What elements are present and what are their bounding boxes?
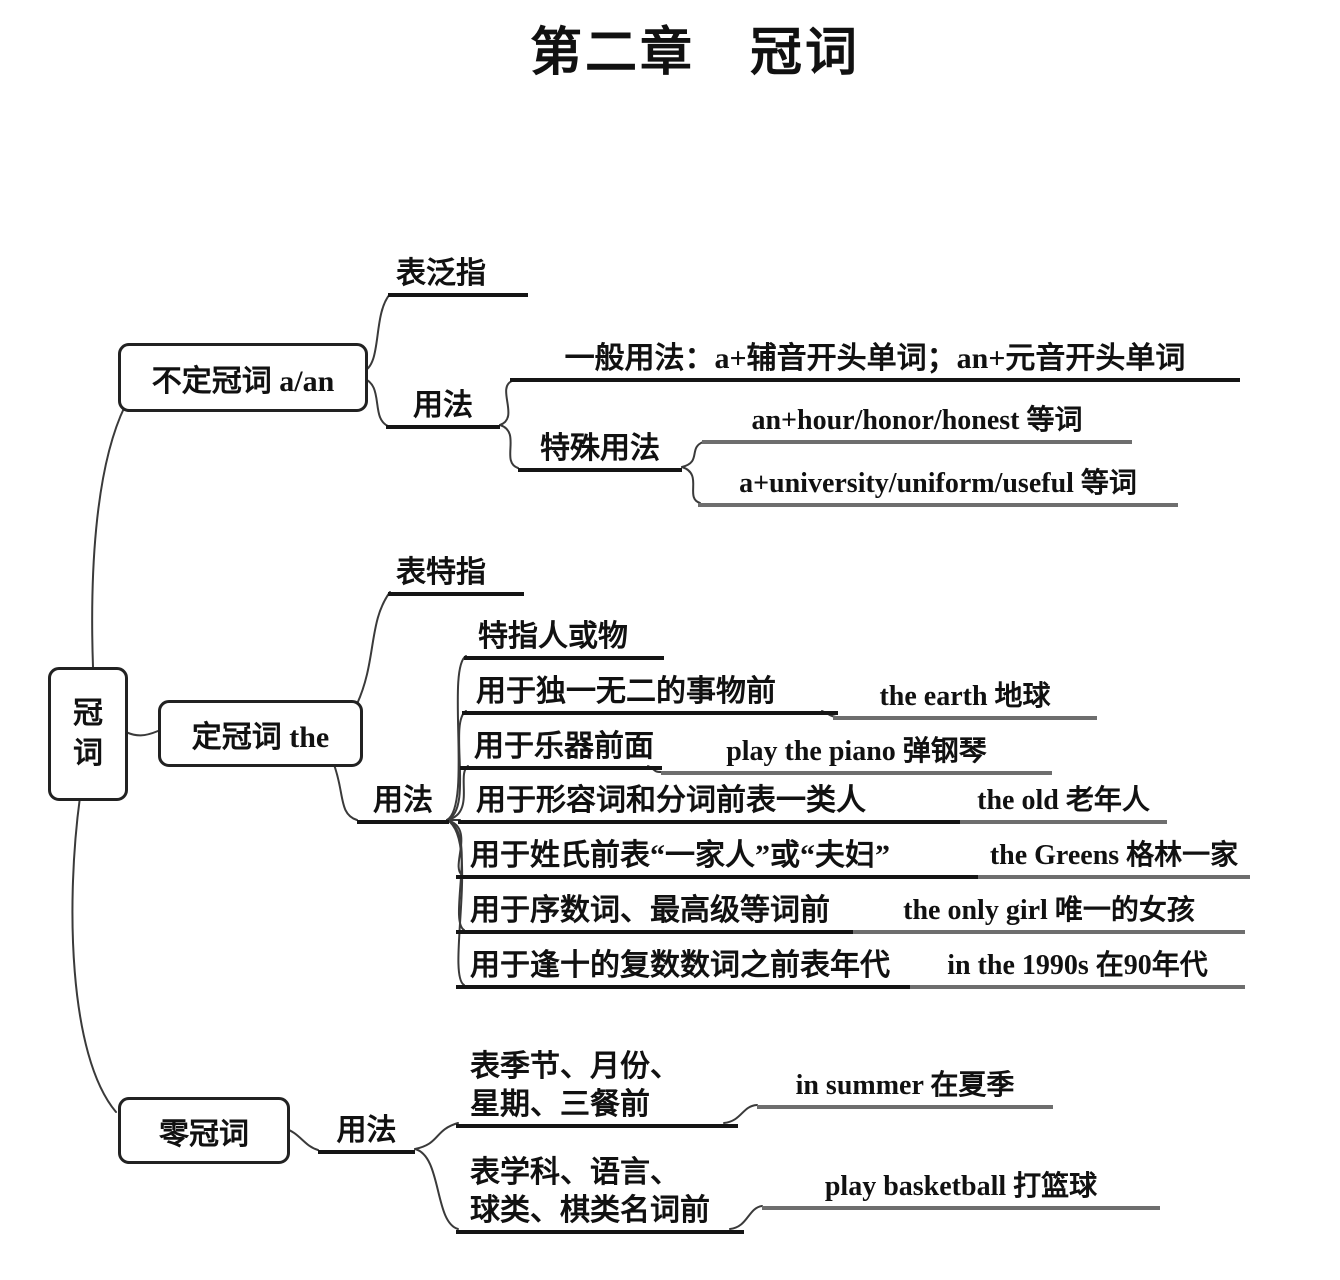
example-the-greens: the Greens 格林一家 <box>978 831 1250 879</box>
rule-the-ordinals: 用于序数词、最高级等词前 <box>456 886 867 934</box>
label-specific-reference: 表特指 <box>388 549 524 596</box>
example-in-the-1990s: in the 1990s 在90年代 <box>910 941 1245 989</box>
edge-def-specific <box>356 591 391 705</box>
edge-usage1-general <box>499 380 513 426</box>
edge-usage3-row1 <box>414 1148 459 1230</box>
example-the-earth: the earth 地球 <box>833 674 1097 720</box>
edge-usage3-row0 <box>414 1122 459 1150</box>
example-play-basketball: play basketball 打篮球 <box>762 1158 1160 1210</box>
edge-ex-summer <box>723 1104 758 1124</box>
rule-the-surnames: 用于姓氏前表“一家人”或“夫妇” <box>456 831 992 879</box>
edge-special-an <box>681 441 704 468</box>
example-play-the-piano: play the piano 弹钢琴 <box>661 729 1052 775</box>
edge-ex-basketball <box>729 1205 763 1230</box>
edge-root-zero <box>71 796 117 1113</box>
rule-special-a: a+university/uniform/useful 等词 <box>698 461 1178 507</box>
rule-the-unique-things: 用于独一无二的事物前 <box>462 667 838 715</box>
edge-the-row1 <box>446 710 467 821</box>
edge-usage1-special <box>499 424 519 469</box>
rule-special-an: an+hour/honor/honest 等词 <box>702 398 1132 444</box>
page-title: 第二章 冠词 <box>530 25 861 82</box>
example-in-summer: in summer 在夏季 <box>757 1060 1053 1109</box>
rule-zero-subjects: 表学科、语言、 球类、棋类名词前 <box>456 1139 744 1234</box>
rule-the-specific-person: 特指人或物 <box>464 612 664 660</box>
branch-indefinite-article: 不定冠词 a/an <box>118 343 368 412</box>
example-the-only-girl: the only girl 唯一的女孩 <box>853 886 1245 934</box>
example-the-old: the old 老年人 <box>960 776 1167 824</box>
branch-definite-article: 定冠词 the <box>158 700 363 767</box>
rule-the-decades: 用于逢十的复数数词之前表年代 <box>456 941 924 989</box>
label-special-usage: 特殊用法 <box>518 424 682 472</box>
label-usage-indefinite: 用法 <box>386 382 500 429</box>
label-generic-reference: 表泛指 <box>388 250 528 297</box>
edge-the-row6 <box>446 819 465 986</box>
rule-zero-seasons: 表季节、月份、 星期、三餐前 <box>456 1033 738 1128</box>
rule-general-usage: 一般用法：a+辅音开头单词；an+元音开头单词 <box>510 330 1240 382</box>
rule-the-instruments: 用于乐器前面 <box>460 722 662 770</box>
label-usage-definite: 用法 <box>357 777 449 824</box>
label-usage-zero: 用法 <box>318 1106 415 1154</box>
edge-special-a <box>681 466 701 504</box>
rule-the-adjectives: 用于形容词和分词前表一类人 <box>458 776 978 824</box>
branch-zero-article: 零冠词 <box>118 1097 290 1164</box>
root-node: 冠 词 <box>48 667 128 801</box>
edge-root-indefinite <box>91 405 126 668</box>
edge-def-usage <box>332 761 358 821</box>
